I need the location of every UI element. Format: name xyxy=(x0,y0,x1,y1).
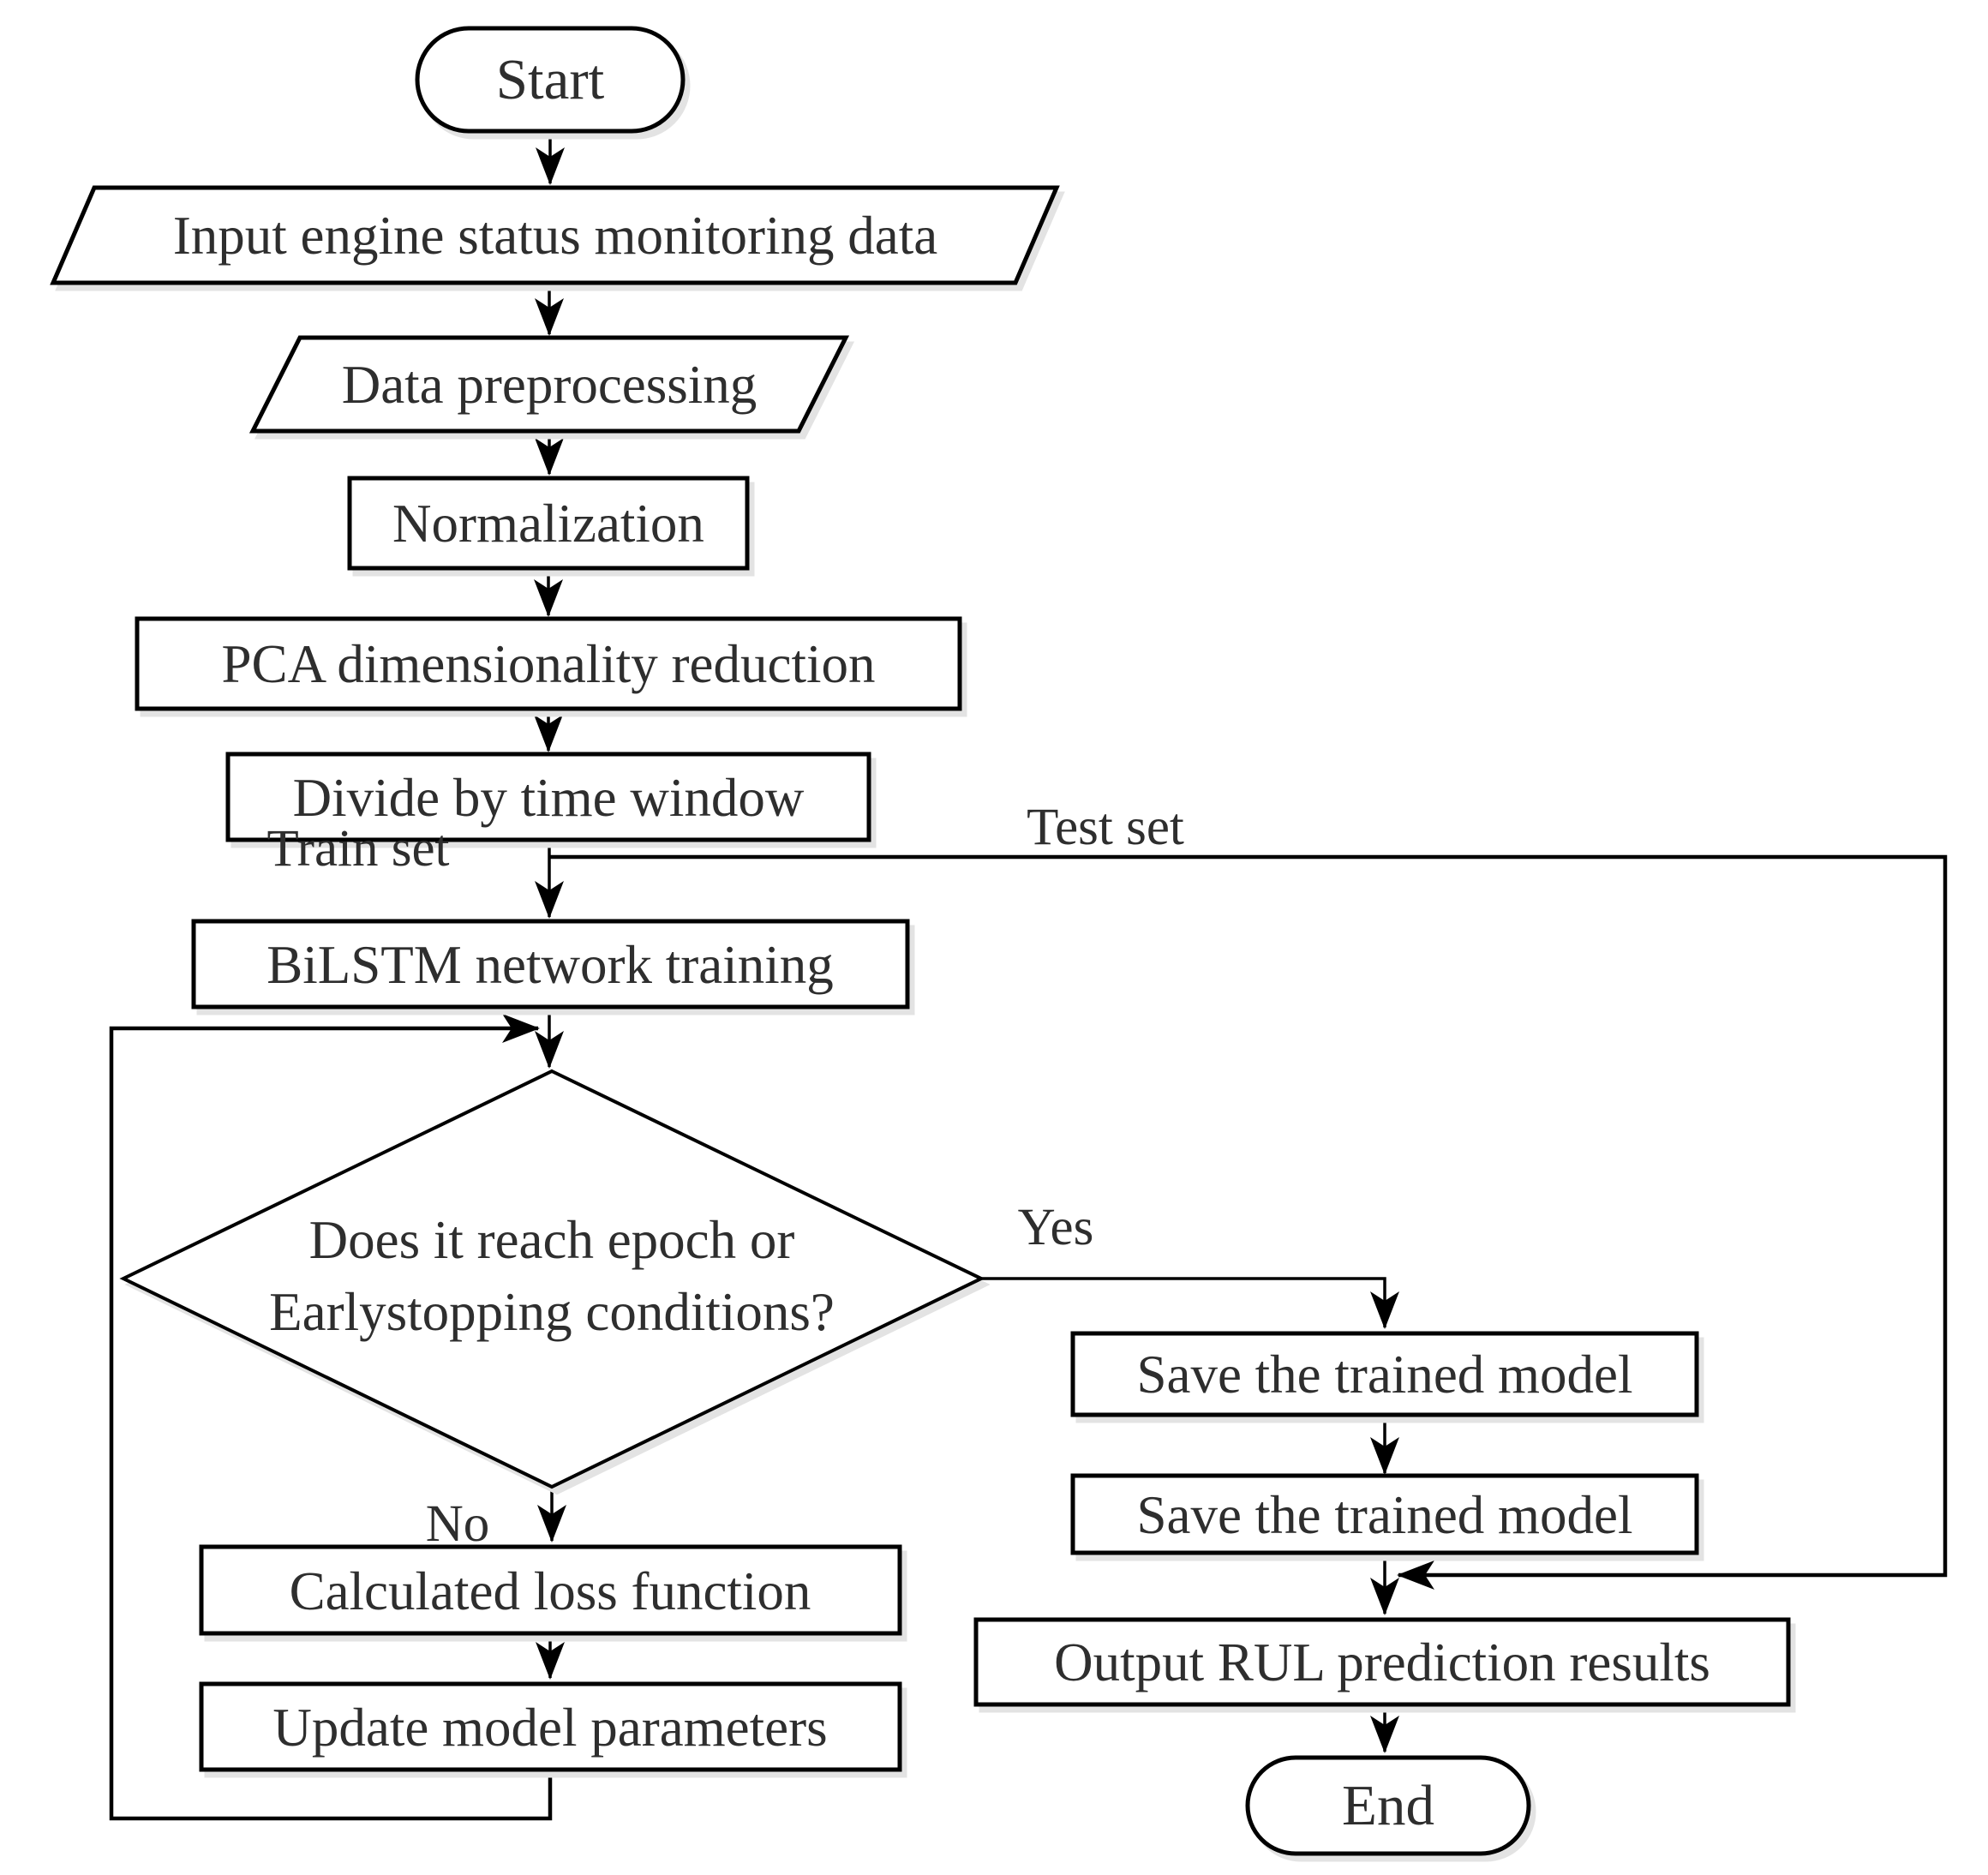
node-decision: Does it reach epoch or Earlystopping con… xyxy=(119,1069,985,1489)
edge-loop-back xyxy=(109,1014,553,1821)
node-update-params-label: Update model parameters xyxy=(272,1698,827,1758)
node-save-model-2: Save the trained model xyxy=(1070,1473,1699,1555)
node-bilstm-training-label: BiLSTM network training xyxy=(266,935,833,995)
node-decision-label-line1: Does it reach epoch or xyxy=(309,1210,795,1270)
node-input-data: Input engine status monitoring data xyxy=(50,185,1060,285)
node-save-model-1-label: Save the trained model xyxy=(1136,1345,1632,1405)
edge-yes-to-save1 xyxy=(981,1277,1399,1329)
node-start-label: Start xyxy=(496,48,605,111)
node-input-data-label: Input engine status monitoring data xyxy=(173,206,937,266)
node-output-rul: Output RUL prediction results xyxy=(973,1617,1791,1707)
edge-test-set-bypass xyxy=(549,854,1948,1590)
edge-label-yes: Yes xyxy=(1018,1199,1094,1256)
edge-label-test-set: Test set xyxy=(1027,799,1184,856)
node-calc-loss-label: Calculated loss function xyxy=(290,1561,811,1621)
node-preprocessing-label: Data preprocessing xyxy=(342,355,757,415)
node-save-model-1: Save the trained model xyxy=(1070,1331,1699,1417)
node-divide-window: Divide by time window xyxy=(225,752,871,842)
edge-label-no: No xyxy=(426,1495,490,1553)
node-preprocessing: Data preprocessing xyxy=(248,335,850,434)
node-normalization-label: Normalization xyxy=(392,494,704,554)
node-decision-label-line2: Earlystopping conditions? xyxy=(269,1282,835,1342)
node-end-label: End xyxy=(1342,1774,1434,1837)
node-save-model-2-label: Save the trained model xyxy=(1136,1485,1632,1545)
node-update-params: Update model parameters xyxy=(199,1681,902,1772)
node-bilstm-training: BiLSTM network training xyxy=(191,919,910,1009)
node-pca-label: PCA dimensionality reduction xyxy=(222,634,876,694)
node-divide-window-label: Divide by time window xyxy=(293,768,805,828)
node-normalization: Normalization xyxy=(347,476,750,571)
node-start: Start xyxy=(415,26,686,134)
node-output-rul-label: Output RUL prediction results xyxy=(1054,1632,1710,1692)
connectors xyxy=(109,131,1948,1821)
node-pca: PCA dimensionality reduction xyxy=(135,616,962,711)
node-end: End xyxy=(1245,1755,1531,1856)
edge-labels: Train set Test set Yes No xyxy=(267,799,1184,1553)
edge-label-train-set: Train set xyxy=(267,820,450,878)
node-calc-loss: Calculated loss function xyxy=(199,1544,902,1636)
